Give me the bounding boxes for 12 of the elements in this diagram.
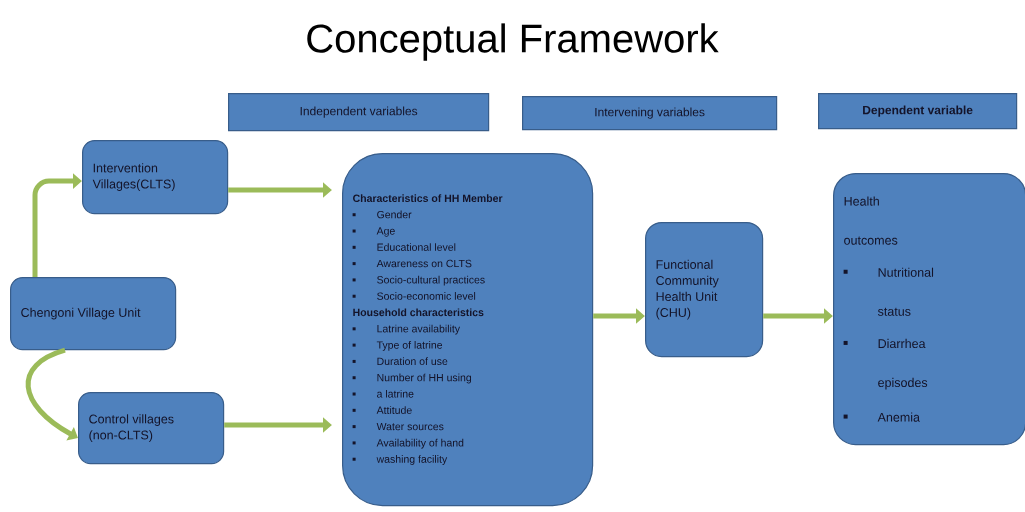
process-box: Intervention Villages(CLTS) xyxy=(82,140,229,215)
process-box: Chengoni Village Unit xyxy=(10,277,177,351)
arrow xyxy=(25,347,78,441)
outcomes-box: Health outcomes Nutritional status Diarrhea episodes Anemia xyxy=(833,173,1025,446)
process-box: Functional Community Health Unit (CHU) xyxy=(645,222,764,358)
header-box: Independent variables xyxy=(228,93,490,132)
process-box: Control villages (non-CLTS) xyxy=(78,392,225,465)
arrow xyxy=(32,173,82,277)
variables-box: Characteristics of HH Member Gender Age Educational level Awareness on CLTS Socio-cultural practices Socio-economic level Household characteristics Latrine availability Type of latrine Duration of use Number of HH using a latrine Attitude Water sources Availability of hand washing facility xyxy=(342,153,594,507)
header-box: Dependent variable xyxy=(818,93,1018,130)
title: Conceptual Framework xyxy=(307,23,719,61)
header-box: Intervening variables xyxy=(522,96,778,131)
